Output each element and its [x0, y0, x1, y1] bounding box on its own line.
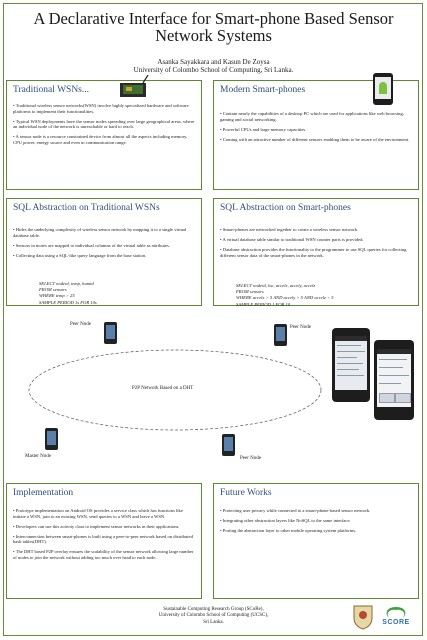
- peer-node-left-label: Peer Node: [70, 322, 91, 327]
- score-logo-text: SCORE: [382, 619, 410, 626]
- phone-screenshot-right: [374, 340, 414, 420]
- query-line: WHERE temp > 25: [39, 293, 75, 299]
- implementation-heading: Implementation: [13, 488, 74, 498]
- master-node-label: Master Node: [25, 454, 51, 459]
- android-phone-image: [373, 73, 393, 105]
- peer-node-left-icon: [104, 322, 117, 344]
- traditional-wsns-heading: Traditional WSNs...: [13, 85, 90, 95]
- query-line: FROM sensors: [39, 287, 67, 293]
- footer-line-3: Sri Lanka.: [203, 619, 224, 625]
- list-item: Sensors in motes are mapped to individua…: [13, 243, 195, 249]
- list-item: The DHT based P2P overlay ensures the sc…: [13, 549, 195, 560]
- ucsc-logo-icon: [353, 605, 373, 630]
- list-item: Traditional wireless sensor networks(WSN…: [13, 103, 195, 114]
- sql-traditional-heading: SQL Abstraction on Traditional WSNs: [13, 203, 160, 213]
- query-line: WHERE accelx > 5 AND accely > 5 AND acce…: [236, 295, 334, 301]
- p2p-diagram: Peer Node Peer Node P2P Network Based on…: [0, 310, 427, 475]
- phone-screenshot-left: [332, 328, 370, 402]
- master-node-icon: [45, 428, 58, 450]
- implementation-section: Implementation Prototype implementation …: [6, 483, 202, 599]
- list-item: Typical WSN deployments have the sensor …: [13, 119, 195, 130]
- score-logo-mark-icon: [386, 607, 406, 618]
- list-item: Interconnection between smart-phones is …: [13, 534, 195, 545]
- peer-node-right-icon: [274, 324, 287, 346]
- list-item: Protecting user privacy while connected …: [220, 508, 412, 514]
- query-line: SELECT nodeid, loc, accelx, accely, acce…: [236, 283, 316, 288]
- future-works-section: Future Works Protecting user privacy whi…: [213, 483, 419, 599]
- poster-border: [3, 3, 423, 636]
- traditional-wsns-section: Traditional WSNs... Traditional wireless…: [6, 75, 202, 190]
- list-item: Smart-phones are networked together to c…: [220, 227, 412, 233]
- peer-node-bottom-icon: [222, 434, 235, 456]
- modern-smartphones-list: Contain nearly the capabilities of a des…: [220, 111, 412, 147]
- poster-title: A Declarative Interface for Smart-phone …: [0, 10, 427, 44]
- list-item: Coming with an attractive number of diff…: [220, 137, 412, 143]
- modern-smartphones-section: Modern Smart-phones Contain nearly the c…: [213, 73, 419, 190]
- future-works-heading: Future Works: [220, 488, 272, 498]
- list-item: Integrating other abstraction layers lik…: [220, 518, 412, 524]
- future-works-list: Protecting user privacy while connected …: [220, 508, 412, 538]
- list-item: Hides the underlying complexity of wirel…: [13, 227, 195, 238]
- title-line-1: A Declarative Interface for Smart-phone …: [33, 9, 394, 28]
- peer-node-bottom-label: Peer Node: [240, 456, 261, 461]
- traditional-wsns-list: Traditional wireless sensor networks(WSN…: [13, 103, 195, 150]
- list-item: A virtual database table similar to trad…: [220, 237, 412, 243]
- list-item: Porting the abstraction layer to other m…: [220, 528, 412, 534]
- modern-smartphones-heading: Modern Smart-phones: [220, 85, 306, 95]
- sql-traditional-query: SELECT nodeid, temp, humid FROM sensors …: [39, 281, 97, 306]
- query-line: SAMPLE PERIOD 1 FOR 10: [236, 301, 291, 307]
- peer-node-right-label: Peer Node: [290, 325, 311, 330]
- sql-smartphones-list: Smart-phones are networked together to c…: [220, 227, 412, 263]
- p2p-ring: [28, 349, 322, 431]
- footer-line-2: University of Colombo School of Computin…: [158, 613, 269, 619]
- implementation-list: Prototype implementation on Android OS p…: [13, 508, 195, 565]
- title-line-2: Network Systems: [155, 26, 272, 45]
- authors-block: Asanka Sayakkara and Kasun De Zoysa Univ…: [0, 58, 427, 74]
- list-item: Collecting data using a SQL-like query l…: [13, 253, 195, 259]
- score-logo: SCORE: [377, 606, 415, 628]
- sql-smartphones-section: SQL Abstraction on Smart-phones Smart-ph…: [213, 198, 419, 308]
- sql-traditional-section: SQL Abstraction on Traditional WSNs Hide…: [6, 198, 202, 306]
- sql-traditional-list: Hides the underlying complexity of wirel…: [13, 227, 195, 263]
- footer-line-1: Sustainable Computing Research Group (SC…: [163, 607, 264, 612]
- p2p-network-label: P2P Network Based on a DHT: [132, 386, 194, 391]
- list-item: Prototype implementation on Android OS p…: [13, 508, 195, 519]
- sensor-mote-image: [120, 75, 149, 97]
- query-line: FROM sensors: [236, 289, 264, 295]
- sql-smartphones-heading: SQL Abstraction on Smart-phones: [220, 203, 351, 213]
- list-item: Developers can use this activity class t…: [13, 524, 195, 530]
- query-line: SAMPLE PERIOD 1s FOR 10s: [39, 299, 97, 305]
- query-line: SELECT nodeid, temp, humid: [39, 281, 94, 286]
- list-item: Powerful CPUs and large memory capacitie…: [220, 127, 412, 133]
- sql-smartphones-query: SELECT nodeid, loc, accelx, accely, acce…: [236, 283, 334, 308]
- author-affiliation: University of Colombo School of Computin…: [133, 66, 294, 74]
- footer-credits: Sustainable Computing Research Group (SC…: [0, 607, 427, 626]
- list-item: Database abstraction provides the functi…: [220, 247, 412, 258]
- list-item: A sensor node is a resource constrained …: [13, 134, 195, 145]
- author-names: Asanka Sayakkara and Kasun De Zoysa: [157, 58, 270, 66]
- list-item: Contain nearly the capabilities of a des…: [220, 111, 412, 122]
